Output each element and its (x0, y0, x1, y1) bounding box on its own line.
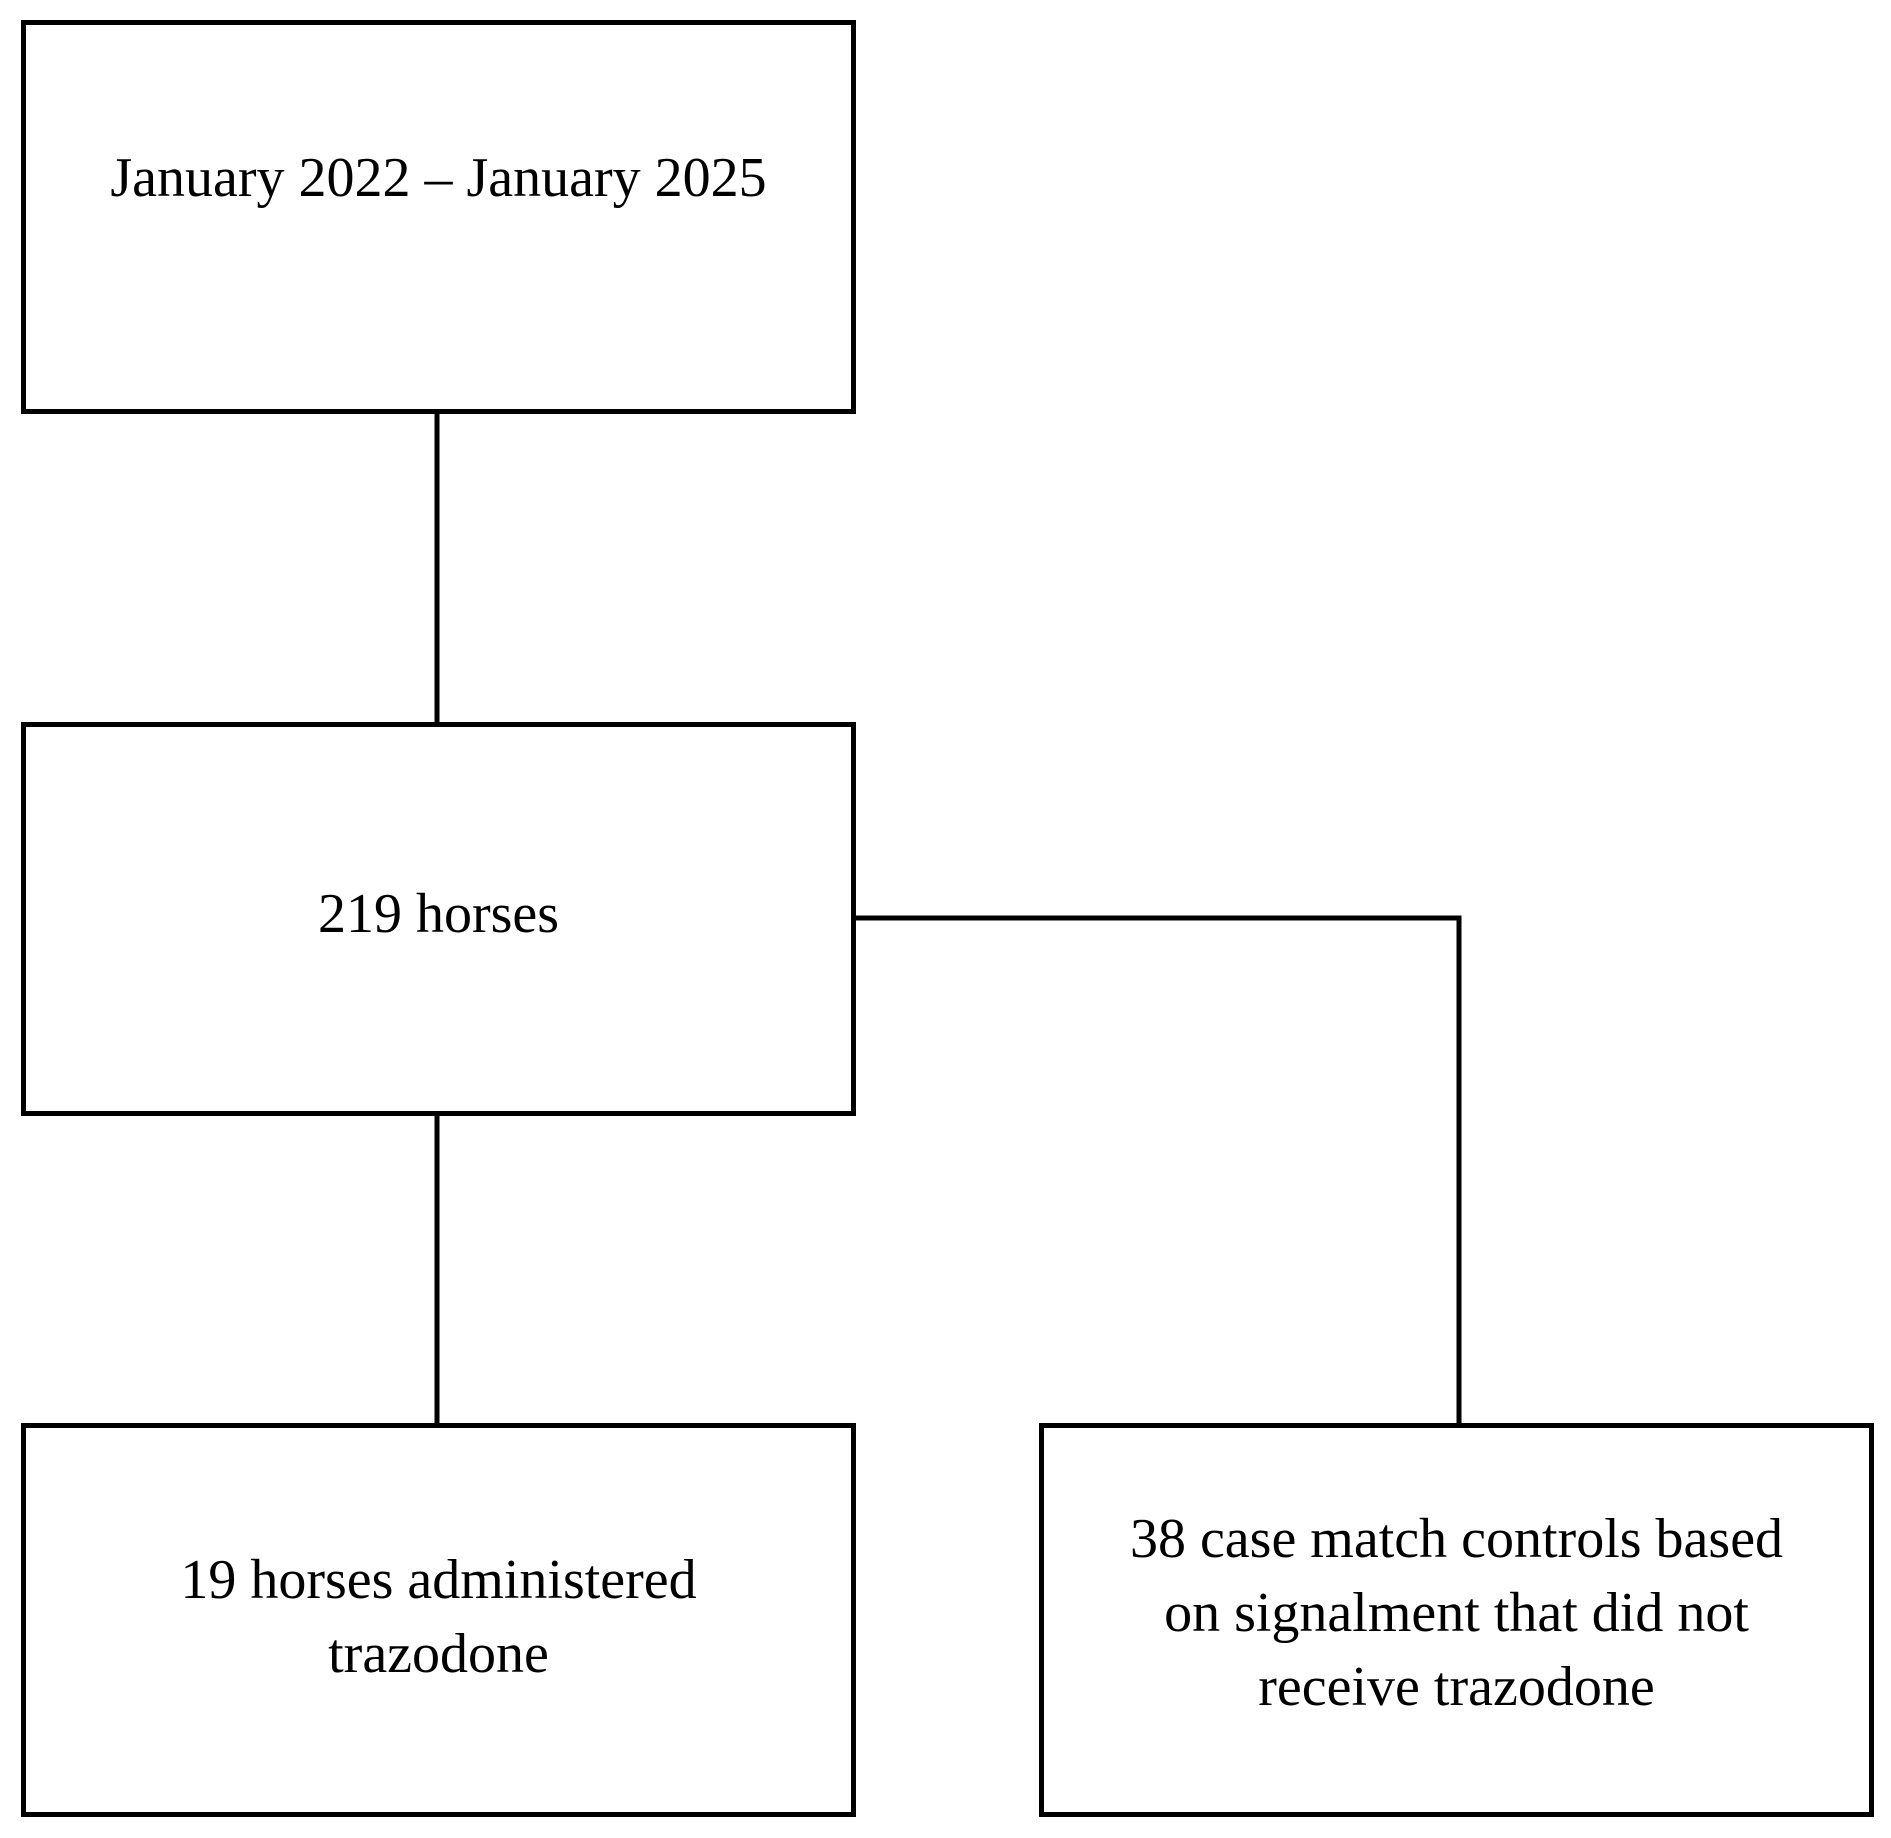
period-box: January 2022 – January 2025 (21, 20, 856, 414)
control-group-label: 38 case match controls based on signalme… (1129, 1508, 1784, 1718)
connector-total-to-controls (856, 915, 1462, 1423)
total-horses-box: 219 horses (21, 722, 856, 1116)
trazodone-group-label: 19 horses administered trazodone (180, 1549, 697, 1685)
trazodone-group-box: 19 horses administered trazodone (21, 1423, 856, 1817)
control-group-box: 38 case match controls based on signalme… (1039, 1423, 1874, 1817)
total-horses-label: 219 horses (317, 883, 560, 945)
period-label: January 2022 – January 2025 (110, 147, 767, 209)
